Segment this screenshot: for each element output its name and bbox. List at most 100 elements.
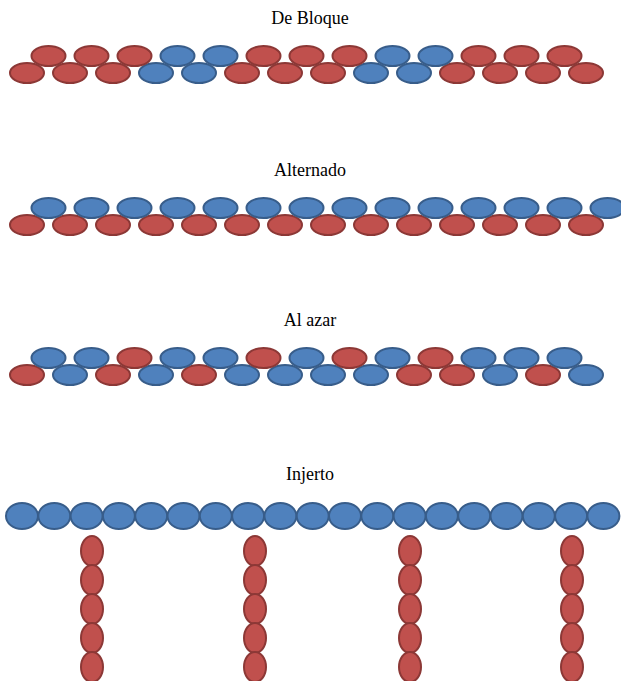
backbone-unit [103,503,135,529]
backbone-unit [361,503,393,529]
monomer-unit [247,46,281,66]
monomer-unit [505,348,539,368]
monomer-unit [419,198,453,218]
backbone-unit [523,503,555,529]
backbone-unit [458,503,490,529]
backbone-unit [168,503,200,529]
grafted-unit [399,652,421,681]
structure-label: Al azar [284,310,336,332]
monomer-unit [354,63,388,83]
monomer-unit [440,365,474,385]
monomer-unit [182,365,216,385]
monomer-unit [268,63,302,83]
monomer-unit [462,46,496,66]
monomer-unit [548,348,582,368]
monomer-unit [569,365,603,385]
backbone-unit [587,503,619,529]
monomer-unit [548,198,582,218]
grafted-unit [561,536,583,566]
grafted-unit [81,565,103,595]
monomer-unit [182,215,216,235]
monomer-unit [333,46,367,66]
backbone-unit [6,503,38,529]
monomer-unit [397,365,431,385]
grafted-unit [81,536,103,566]
monomer-unit [247,348,281,368]
monomer-unit [311,365,345,385]
monomer-unit [419,348,453,368]
monomer-unit [96,63,130,83]
monomer-unit [591,198,621,218]
backbone-unit [38,503,70,529]
monomer-unit [75,198,109,218]
monomer-unit [10,63,44,83]
monomer-unit [32,46,66,66]
structure-label: Alternado [274,160,346,182]
monomer-unit [505,198,539,218]
monomer-unit [161,348,195,368]
monomer-unit [96,365,130,385]
monomer-unit [376,46,410,66]
grafted-unit [561,565,583,595]
monomer-unit [483,63,517,83]
monomer-unit [440,215,474,235]
grafted-unit [561,623,583,653]
monomer-unit [483,215,517,235]
monomer-unit [53,215,87,235]
monomer-unit [118,198,152,218]
grafted-unit [561,652,583,681]
grafted-unit [81,623,103,653]
monomer-unit [354,365,388,385]
monomer-unit [204,348,238,368]
monomer-unit [397,63,431,83]
backbone-unit [264,503,296,529]
monomer-unit [10,365,44,385]
monomer-unit [419,46,453,66]
monomer-unit [225,365,259,385]
monomer-unit [139,215,173,235]
backbone-unit [71,503,103,529]
monomer-unit [75,348,109,368]
monomer-unit [10,215,44,235]
monomer-unit [483,365,517,385]
backbone-unit [329,503,361,529]
grafted-unit [399,536,421,566]
monomer-unit [32,198,66,218]
monomer-unit [290,198,324,218]
monomer-unit [569,215,603,235]
monomer-unit [53,365,87,385]
monomer-unit [268,215,302,235]
monomer-unit [569,63,603,83]
monomer-unit [526,215,560,235]
monomer-unit [225,63,259,83]
monomer-unit [118,46,152,66]
monomer-unit [376,198,410,218]
monomer-unit [462,348,496,368]
monomer-unit [139,365,173,385]
grafted-unit [561,594,583,624]
monomer-unit [505,46,539,66]
monomer-unit [397,215,431,235]
monomer-unit [526,365,560,385]
backbone-unit [297,503,329,529]
structure-label: Injerto [286,464,334,486]
monomer-unit [182,63,216,83]
monomer-unit [161,46,195,66]
grafted-unit [399,623,421,653]
monomer-unit [75,46,109,66]
grafted-unit [244,652,266,681]
backbone-unit [200,503,232,529]
monomer-unit [139,63,173,83]
grafted-unit [81,652,103,681]
monomer-unit [247,198,281,218]
monomer-unit [161,198,195,218]
structure-label: De Bloque [271,8,348,30]
monomer-unit [376,348,410,368]
grafted-unit [244,594,266,624]
grafted-unit [244,623,266,653]
grafted-unit [81,594,103,624]
grafted-unit [244,565,266,595]
monomer-unit [225,215,259,235]
backbone-unit [555,503,587,529]
